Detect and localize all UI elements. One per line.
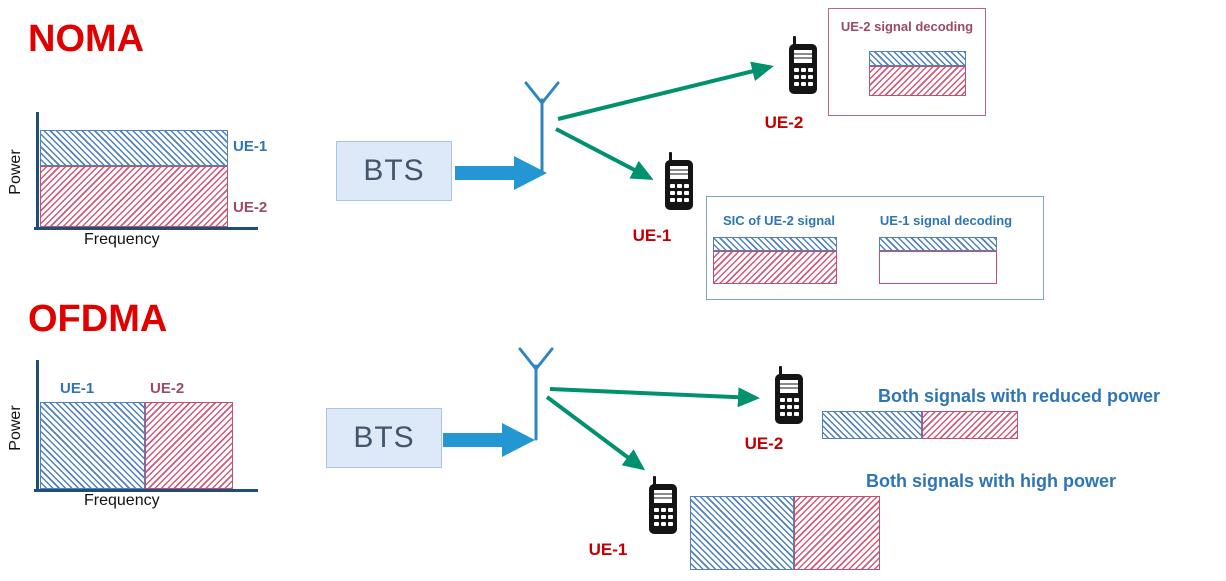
ofdma-ue2-power-bar bbox=[145, 402, 233, 489]
high-ue1-segment bbox=[690, 496, 794, 570]
noma-bts-label: BTS bbox=[363, 154, 425, 187]
ue1-decoded-signal-bar bbox=[879, 237, 997, 251]
ofdma-x-axis bbox=[34, 489, 258, 492]
bts-to-antenna-arrow bbox=[455, 156, 547, 190]
reduced-ue1-segment bbox=[822, 411, 922, 439]
ue2-decoding-title: UE-2 signal decoding bbox=[840, 19, 974, 34]
high-ue2-segment bbox=[794, 496, 880, 570]
ofdma-ue1-phone-label: UE-1 bbox=[588, 540, 628, 559]
antenna-icon bbox=[518, 347, 554, 441]
ue1-decoding-title: UE-1 signal decoding bbox=[879, 213, 1013, 228]
ofdma-y-axis bbox=[36, 360, 39, 492]
antenna-to-ue1-arrow bbox=[545, 395, 646, 471]
ofdma-title: OFDMA bbox=[28, 298, 168, 340]
sic-ue1-signal-bar bbox=[713, 237, 837, 251]
ue2-decoding-box: UE-2 signal decoding bbox=[828, 8, 986, 116]
phone-icon bbox=[665, 152, 693, 210]
phone-icon bbox=[789, 36, 817, 94]
bts-to-antenna-arrow bbox=[443, 423, 535, 457]
antenna-to-ue1-arrow bbox=[555, 127, 654, 180]
phone-icon bbox=[649, 476, 677, 534]
ofdma-bts-box: BTS bbox=[326, 408, 442, 468]
antenna-icon bbox=[524, 81, 560, 173]
noma-power-axis-label: Power bbox=[7, 149, 24, 195]
ofdma-chart-ue2-label: UE-2 bbox=[150, 380, 185, 397]
high-power-bar bbox=[690, 496, 880, 570]
noma-bts-box: BTS bbox=[336, 141, 452, 201]
high-power-text: Both signals with high power bbox=[866, 471, 1116, 491]
phone-icon bbox=[775, 366, 803, 424]
noma-title: NOMA bbox=[28, 18, 145, 60]
ofdma-power-axis-label: Power bbox=[7, 405, 24, 451]
ofdma-chart-ue1-label: UE-1 bbox=[60, 380, 95, 397]
noma-ue2-power-bar bbox=[40, 166, 228, 227]
antenna-to-ue2-arrow bbox=[557, 61, 774, 121]
sic-ue2-signal-bar bbox=[713, 251, 837, 284]
noma-x-axis bbox=[34, 227, 258, 230]
noma-ue1-power-bar bbox=[40, 130, 228, 166]
ofdma-ue1-power-bar bbox=[40, 402, 145, 489]
antenna-to-ue2-arrow bbox=[549, 387, 760, 408]
ue2-box-ue1-signal-bar bbox=[869, 51, 966, 66]
noma-ue1-phone-label: UE-1 bbox=[632, 226, 672, 245]
noma-chart-ue1-label: UE-1 bbox=[233, 138, 268, 155]
ofdma-bts-label: BTS bbox=[353, 421, 415, 454]
sic-decoding-box: SIC of UE-2 signal UE-1 signal decoding bbox=[706, 196, 1044, 300]
noma-ue2-phone-label: UE-2 bbox=[764, 113, 804, 132]
reduced-power-bar bbox=[822, 411, 1018, 439]
ofdma-ue2-phone-label: UE-2 bbox=[744, 434, 784, 453]
ofdma-frequency-axis-label: Frequency bbox=[84, 492, 160, 509]
reduced-ue2-segment bbox=[922, 411, 1018, 439]
noma-y-axis bbox=[36, 112, 39, 230]
reduced-power-text: Both signals with reduced power bbox=[878, 386, 1161, 406]
sic-title: SIC of UE-2 signal bbox=[723, 213, 835, 228]
noma-chart-ue2-label: UE-2 bbox=[233, 199, 268, 216]
ue2-box-ue2-signal-bar bbox=[869, 66, 966, 96]
noma-frequency-axis-label: Frequency bbox=[84, 231, 160, 248]
ue2-removed-signal-bar bbox=[879, 251, 997, 284]
